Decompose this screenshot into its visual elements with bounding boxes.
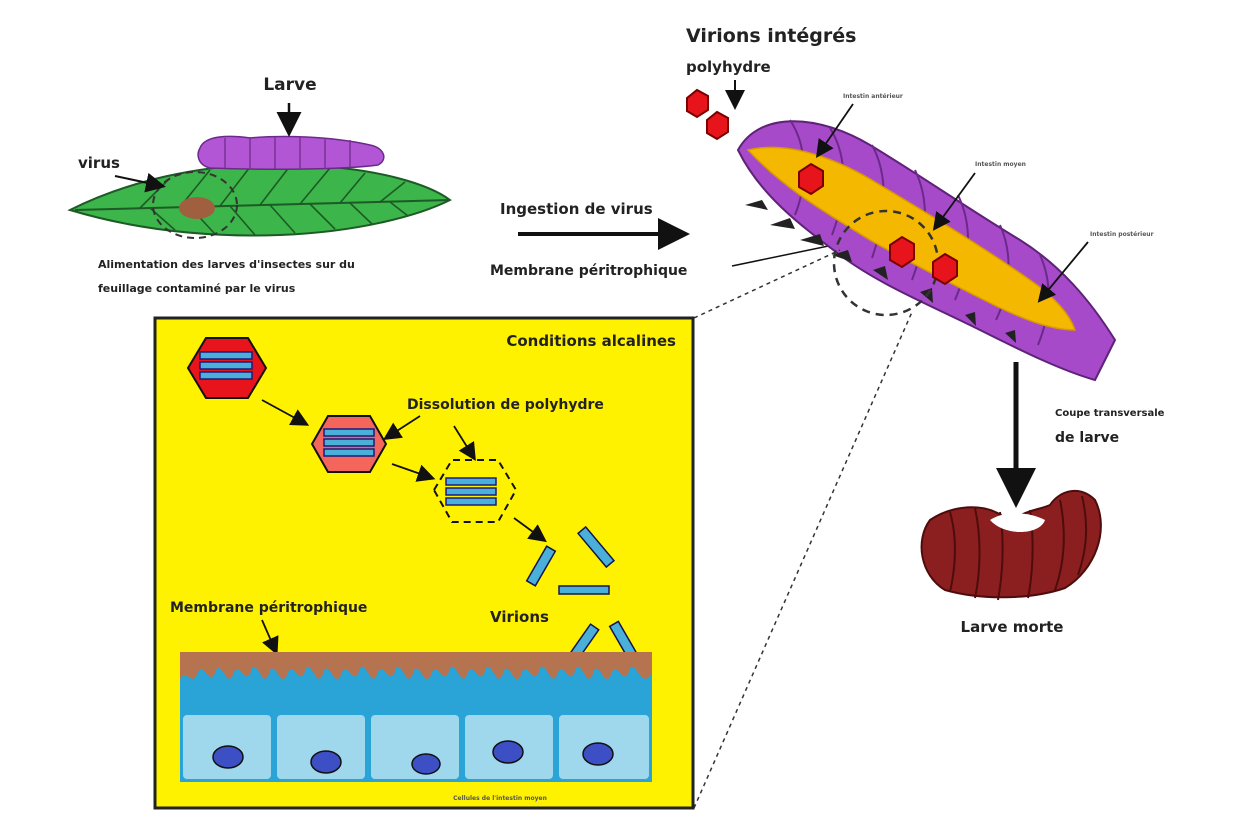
label-membrane-inset: Membrane péritrophique — [170, 600, 367, 616]
label-intestin-posterieur: Intestin postérieur — [1090, 231, 1154, 238]
polyhedron-2 — [707, 112, 728, 139]
label-dissolution: Dissolution de polyhydre — [407, 397, 604, 413]
label-polyhydre: polyhydre — [686, 58, 771, 76]
polyhedron-1 — [687, 90, 708, 117]
infected-spot — [179, 197, 215, 219]
label-membrane-top: Membrane péritrophique — [490, 263, 687, 279]
label-coupe-2: de larve — [1055, 430, 1119, 446]
dead-larva — [922, 491, 1101, 600]
membrane-pointer — [732, 244, 838, 266]
larva-on-leaf — [198, 136, 384, 169]
label-alimentation-2: feuillage contaminé par le virus — [98, 282, 296, 295]
inset-panel: Conditions alcalines Dissolution de poly… — [155, 318, 693, 808]
zoom-line-bottom — [694, 312, 912, 808]
label-ingestion: Ingestion de virus — [500, 200, 653, 218]
polyhedron-dissolving — [312, 416, 386, 472]
label-virions-integres: Virions intégrés — [686, 25, 856, 47]
larva-cross-section — [738, 120, 1115, 380]
label-cellules: Cellules de l'intestin moyen — [453, 795, 547, 802]
label-larve-morte: Larve morte — [961, 618, 1064, 636]
leaf — [70, 164, 450, 238]
microvilli — [180, 667, 652, 715]
label-virus: virus — [78, 154, 120, 172]
polyhedron-5 — [933, 254, 957, 284]
polyhedron-intact — [188, 338, 266, 398]
label-alimentation-1: Alimentation des larves d'insectes sur d… — [98, 258, 355, 271]
label-coupe-1: Coupe transversale — [1055, 408, 1165, 419]
label-virions: Virions — [490, 608, 549, 626]
label-intestin-anterieur: Intestin antérieur — [843, 93, 903, 100]
label-conditions-alcalines: Conditions alcalines — [506, 332, 676, 350]
label-intestin-moyen: Intestin moyen — [975, 161, 1026, 168]
polyhedron-3 — [799, 164, 823, 194]
polyhedron-4 — [890, 237, 914, 267]
zoom-line-top — [694, 250, 840, 318]
label-larve: Larve — [263, 75, 316, 95]
